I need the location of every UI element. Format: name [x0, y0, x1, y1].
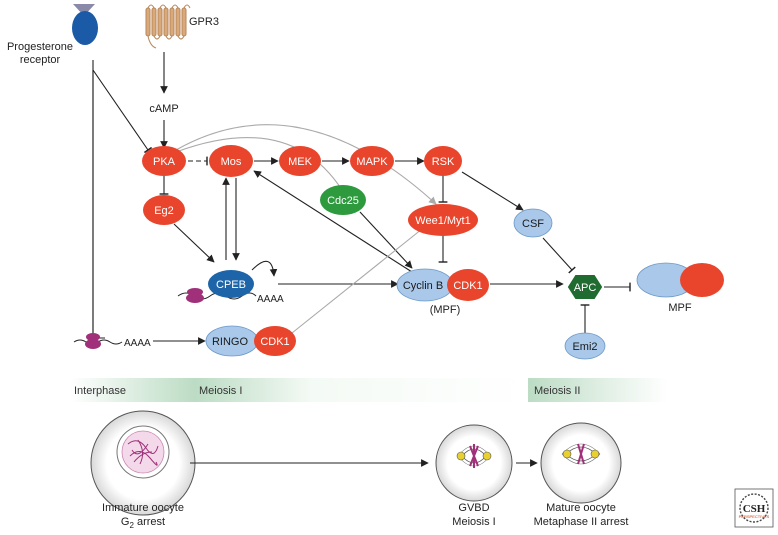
- mek-label: MEK: [288, 156, 313, 168]
- mos-node: Mos: [209, 145, 253, 177]
- ribosome-icon: [85, 339, 101, 349]
- eg2-label: Eg2: [154, 205, 174, 217]
- logo-subtext: PERSPECTIVES: [739, 514, 770, 519]
- ringo-node: RINGO: [205, 325, 259, 357]
- ringo-cdk1-node: CDK1: [254, 326, 296, 356]
- wee1-label: Wee1/Myt1: [415, 215, 470, 227]
- emi2-label: Emi2: [572, 341, 597, 353]
- csf-label: CSF: [522, 218, 544, 230]
- immature-oocyte-icon: [90, 410, 196, 516]
- mapk-label: MAPK: [356, 156, 388, 168]
- cyclinb-node: Cyclin B: [396, 268, 454, 302]
- cpeb-polya-label: AAAA: [257, 294, 284, 305]
- pka-label: PKA: [153, 156, 176, 168]
- apc-label: APC: [574, 282, 597, 294]
- eg2-node: Eg2: [143, 195, 185, 225]
- gvbd-label-2: Meiosis I: [452, 516, 495, 528]
- ribosome-icon: [86, 333, 100, 341]
- cyclinb-label: Cyclin B: [403, 280, 443, 292]
- gpr3-membrane-icon: [145, 4, 191, 49]
- progesterone-ligand-icon: [73, 4, 95, 16]
- ringo-mrna: [73, 333, 123, 349]
- cpeb-label: CPEB: [216, 279, 246, 291]
- mpf-label: MPF: [668, 302, 692, 314]
- mek-node: MEK: [279, 146, 321, 176]
- mapk-node: MAPK: [350, 146, 394, 176]
- mature-oocyte-label-2: Metaphase II arrest: [534, 516, 629, 528]
- emi2-node: Emi2: [564, 332, 606, 360]
- ringo-label: RINGO: [212, 336, 249, 348]
- ringo-cdk1-label: CDK1: [260, 336, 289, 348]
- cpeb-node: CPEB: [208, 270, 254, 298]
- progesterone-receptor-label-2: receptor: [20, 54, 61, 66]
- immature-oocyte-label-1: Immature oocyte: [102, 502, 184, 514]
- ribosome-icon: [186, 293, 204, 303]
- apc-node: APC: [567, 275, 603, 299]
- phase-interphase: Interphase: [74, 385, 126, 397]
- logo-text: CSH: [743, 503, 766, 515]
- phase-bar: [70, 378, 667, 402]
- camp-label: cAMP: [149, 103, 178, 115]
- progesterone-receptor-label-1: Progesterone: [7, 41, 73, 53]
- ringo-polya-label: AAAA: [124, 338, 151, 349]
- rsk-label: RSK: [432, 156, 455, 168]
- cdc25-node: Cdc25: [320, 185, 366, 215]
- wee1-node: Wee1/Myt1: [408, 204, 478, 236]
- gray-connectors: [175, 124, 437, 334]
- immature-oocyte-label-2: G2 arrest: [121, 516, 165, 530]
- rsk-node: RSK: [424, 146, 462, 176]
- mature-oocyte-icon: [540, 422, 622, 504]
- receptor-icon: [72, 11, 98, 45]
- cdk1-label: CDK1: [453, 280, 482, 292]
- csh-perspectives-logo: CSH PERSPECTIVES: [734, 488, 774, 528]
- gpr3-label: GPR3: [189, 16, 219, 28]
- mature-oocyte-label-1: Mature oocyte: [546, 502, 616, 514]
- phase-meiosis-2: Meiosis II: [534, 385, 580, 397]
- mpf-paren-label: (MPF): [430, 304, 461, 316]
- mpf-node: [636, 262, 724, 298]
- phase-meiosis-1: Meiosis I: [199, 385, 242, 397]
- cdc25-label: Cdc25: [327, 195, 359, 207]
- progesterone-receptor: [72, 4, 98, 45]
- gvbd-label-1: GVBD: [458, 502, 489, 514]
- csf-node: CSF: [513, 208, 553, 238]
- cdk1-node: CDK1: [447, 269, 489, 301]
- gvbd-oocyte-icon: [435, 424, 513, 502]
- mos-label: Mos: [221, 156, 242, 168]
- pka-node: PKA: [142, 146, 186, 176]
